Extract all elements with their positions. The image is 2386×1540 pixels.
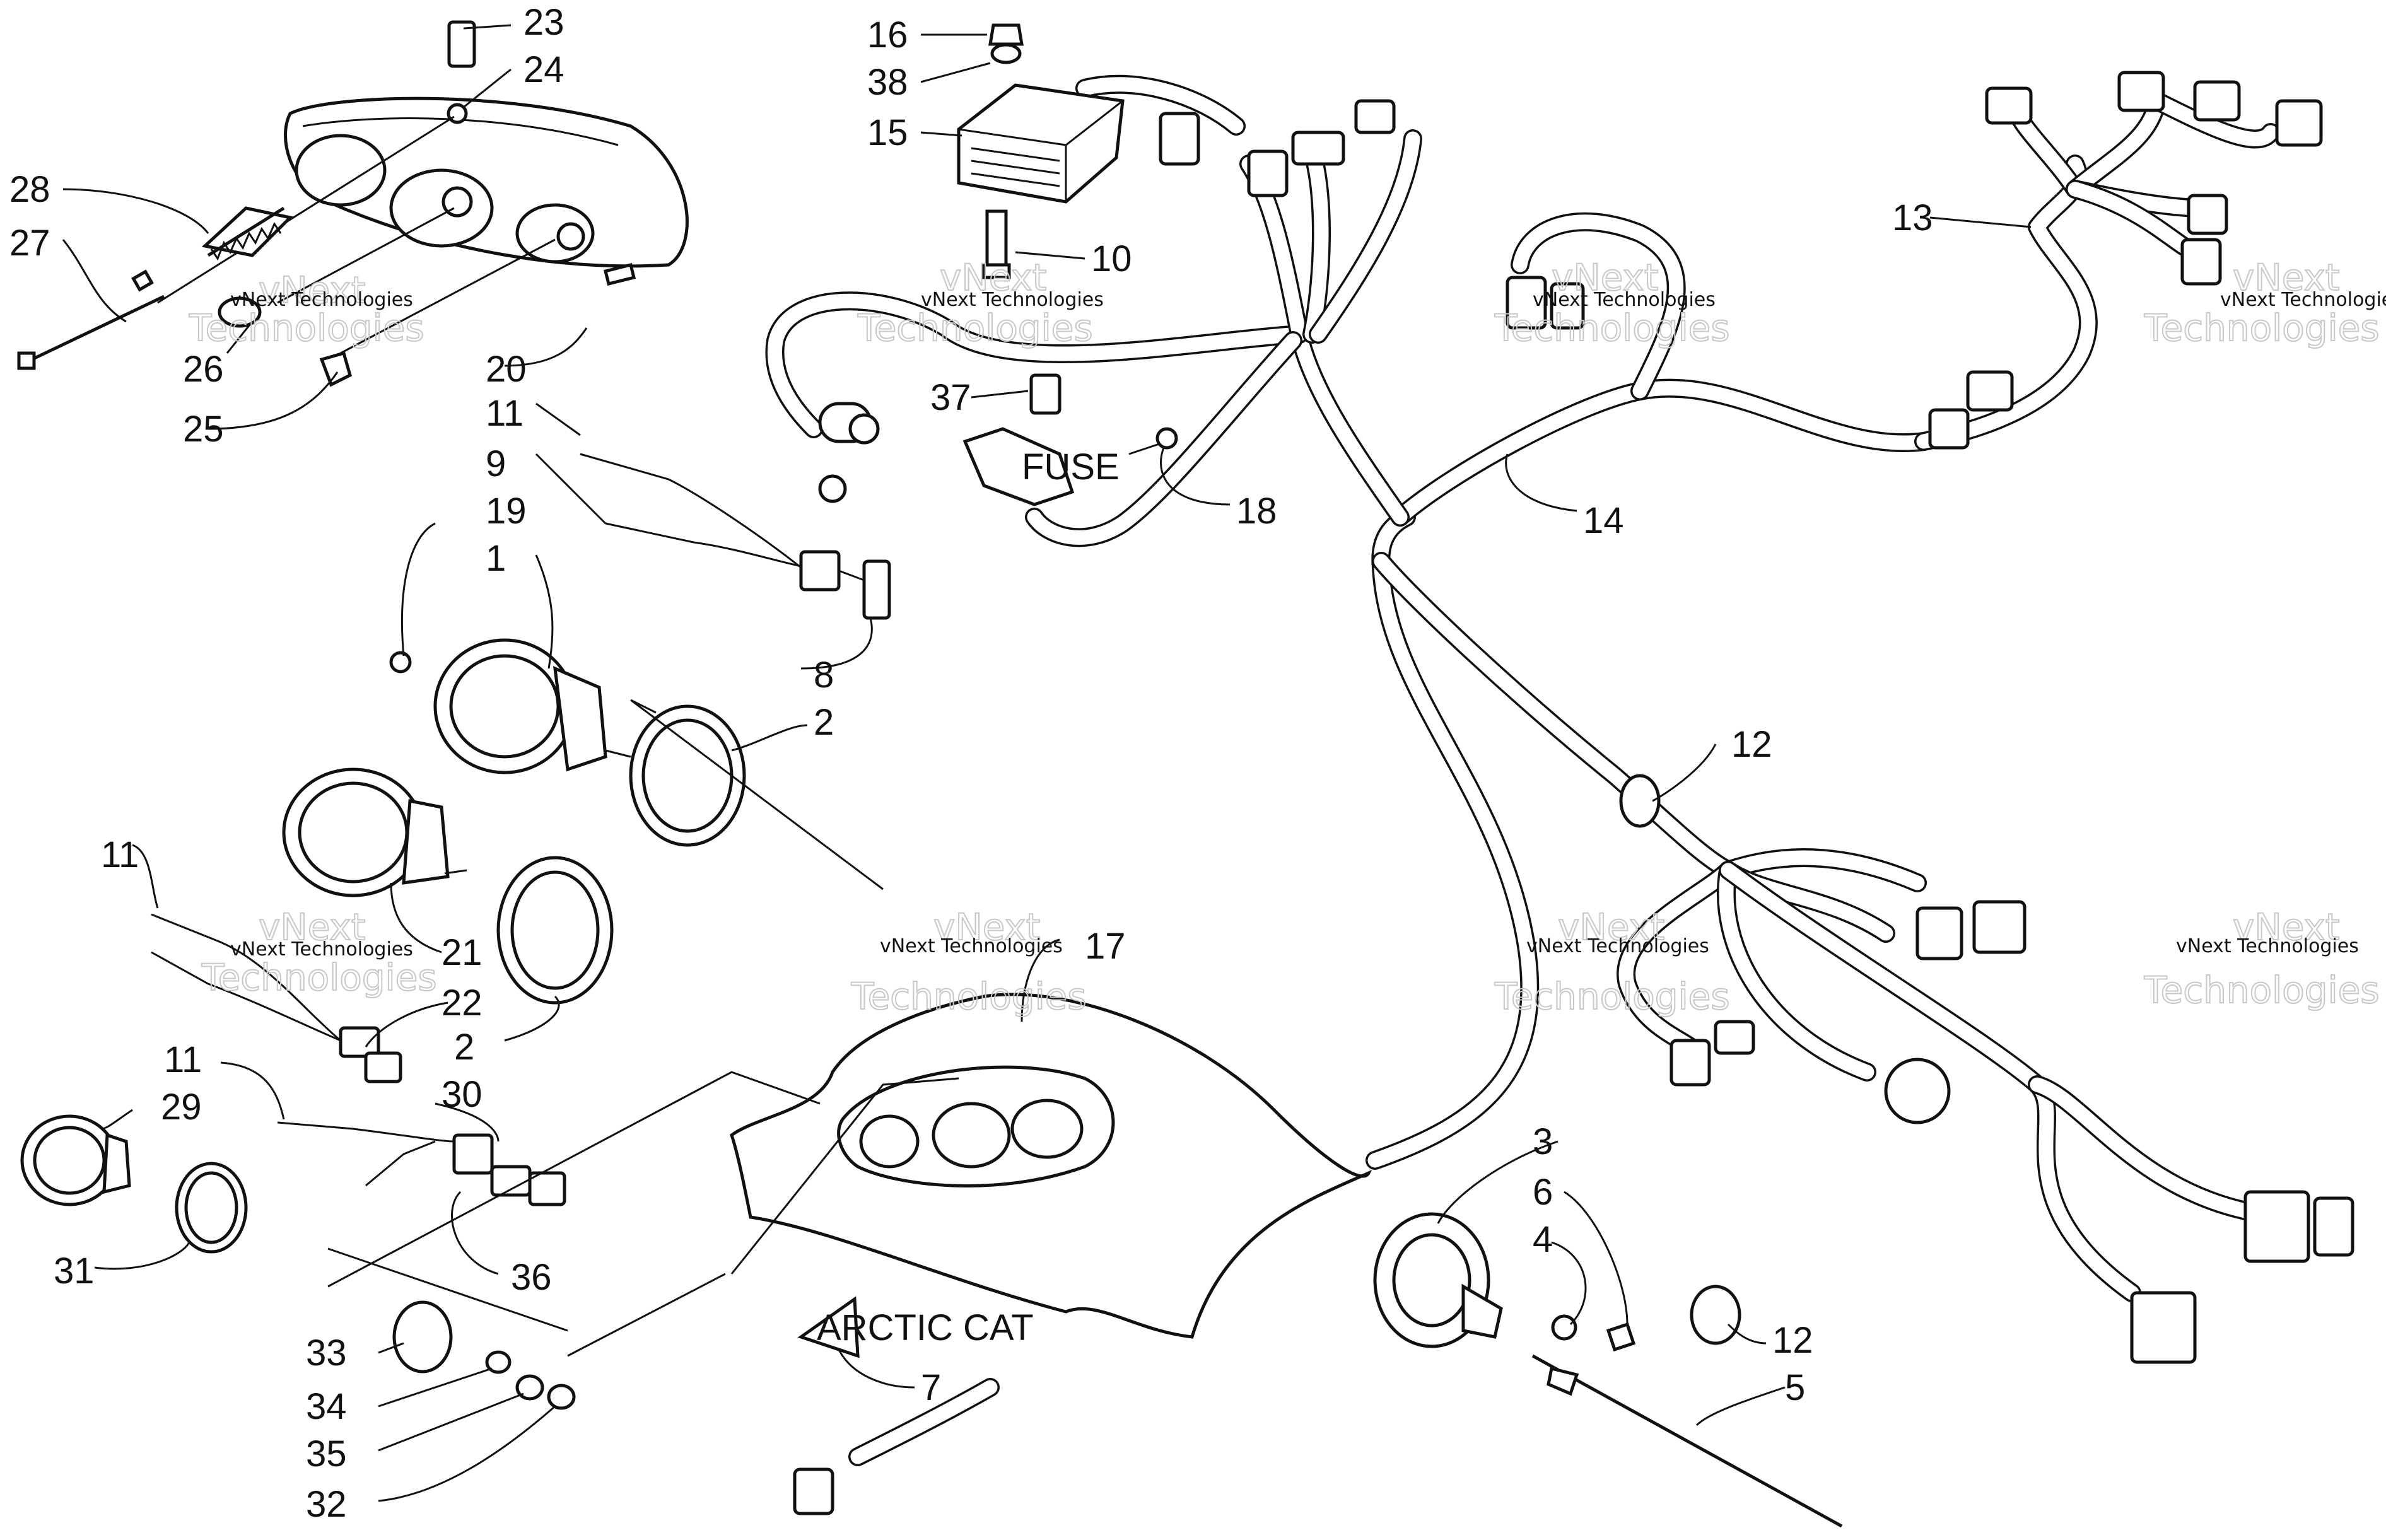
callout-11-mid: 11 [101,834,139,875]
callout-8: 8 [814,655,834,696]
voltage-regulator [957,23,1125,279]
watermark-big-4b: Technologies [2144,306,2380,349]
clamp-12 [1619,774,1741,1345]
watermark-1: vNext Technologies [230,289,413,311]
callout-34: 34 [306,1386,347,1427]
callout-10: 10 [1091,238,1132,279]
gauge-21-tachometer [282,767,467,897]
callout-23: 23 [523,2,564,43]
callout-11-top: 11 [486,393,523,434]
watermark-2: vNext Technologies [921,289,1104,311]
callout-numbers: 23 24 28 27 26 25 20 16 38 15 10 37 18 1… [9,2,1933,1525]
spring-and-screw [17,206,636,387]
callout-11-low: 11 [164,1039,202,1080]
watermark-5: vNext Technologies [230,938,413,960]
decal-label: ARCTIC CAT [817,1307,1034,1348]
watermark-big-3b: Technologies [1494,306,1730,349]
callout-38: 38 [867,62,908,103]
watermark-big-8b: Technologies [2144,969,2380,1012]
watermark-big-1a: vNext [259,269,365,312]
watermarks: vNext Technologies vNext Technologies vN… [188,255,2386,1018]
callout-21: 21 [442,932,482,973]
small-parts-33-32 [392,1300,576,1410]
fuse-holder: FUSE [962,373,1178,506]
cable-5 [1531,1354,1843,1528]
watermark-big-3a: vNext [1552,256,1658,299]
callout-16: 16 [867,15,908,55]
watermark-big-6a: vNext [933,906,1040,948]
gauge-2b-ring [496,856,614,1005]
callout-25: 25 [183,409,224,450]
gauge-wiring [151,453,891,1206]
callout-30: 30 [442,1074,482,1115]
watermark-big-7a: vNext [1558,906,1664,948]
watermark-7: vNext Technologies [1526,935,1709,957]
watermark-3: vNext Technologies [1533,289,1716,311]
callout-13: 13 [1892,197,1933,238]
callout-5: 5 [1785,1367,1805,1408]
watermark-big-2b: Technologies [857,306,1093,349]
fuse-label: FUSE [1022,446,1120,487]
callout-7: 7 [921,1367,941,1408]
leader-lines [62,24,2032,1502]
gauge-29 [20,1114,131,1206]
decal: ARCTIC CAT [797,1296,1034,1358]
callout-32: 32 [306,1484,347,1525]
callout-1: 1 [486,538,506,579]
callout-36: 36 [511,1257,552,1298]
callout-31: 31 [54,1251,95,1292]
callout-6: 6 [1533,1172,1553,1213]
callout-17: 17 [1085,926,1126,967]
gauge-1 [389,638,631,774]
callout-37: 37 [930,377,971,418]
callout-22: 22 [442,983,482,1024]
watermark-big-4a: vNext [2233,256,2339,299]
watermark-big-8a: vNext [2233,906,2339,948]
callout-4: 4 [1533,1219,1553,1260]
watermark-big-5a: vNext [259,906,365,948]
callout-3: 3 [1533,1121,1553,1162]
callout-14: 14 [1583,500,1624,541]
callout-29: 29 [161,1087,202,1128]
callout-2-top: 2 [814,702,834,743]
callout-35: 35 [306,1433,347,1474]
callout-24: 24 [523,49,564,90]
watermark-big-1b: Technologies [189,306,424,349]
callout-33: 33 [306,1333,347,1374]
watermark-big-6b: Technologies [851,975,1087,1018]
ring-31 [175,1162,248,1254]
speedometer-3 [1373,1212,1636,1352]
connectors [793,71,2354,1515]
callout-26: 26 [183,349,224,390]
wiring-harness [765,74,2280,1466]
watermark-6: vNext Technologies [880,935,1063,957]
watermark-8: vNext Technologies [2176,935,2359,957]
watermark-big-2a: vNext [940,256,1046,299]
callout-15: 15 [867,112,908,153]
watermark-big-5b: Technologies [201,956,437,999]
callout-18: 18 [1236,491,1277,532]
callout-12-clamp: 12 [1772,1320,1813,1361]
callout-12-harness: 12 [1731,724,1772,765]
callout-20: 20 [486,349,527,390]
taillight-assembly [131,20,689,304]
callout-19: 19 [486,491,527,532]
hood-fairing [730,993,1372,1339]
callout-2-bottom: 2 [454,1027,474,1068]
watermark-4: vNext Technologies [2220,289,2386,311]
watermark-big-7b: Technologies [1494,975,1730,1018]
callout-28: 28 [9,169,50,210]
callout-9: 9 [486,443,506,484]
callout-27: 27 [9,223,50,264]
gauge-2-ring [629,704,746,847]
